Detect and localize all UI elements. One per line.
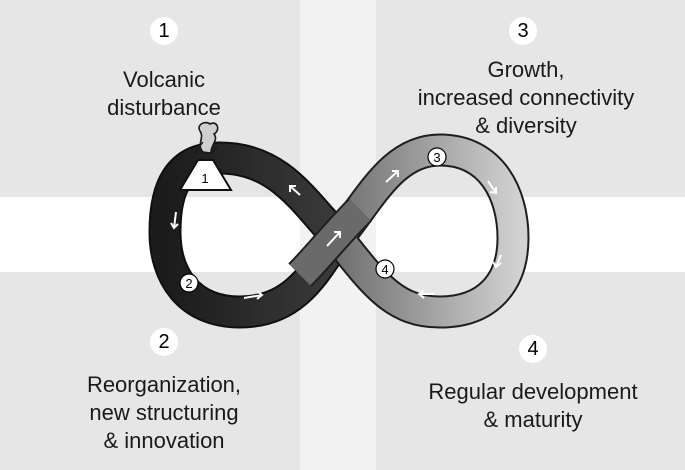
loop-marker-4: 4 [375, 259, 395, 279]
volcano-cone [178, 159, 233, 191]
phase-2-number: 2 [150, 328, 178, 356]
phase-1-label: Volcanic disturbance [84, 66, 244, 122]
phase-2-line-1: Reorganization, [86, 372, 242, 397]
phase-1-number: 1 [150, 17, 178, 45]
volcano-smoke [198, 121, 219, 154]
arrow-icon [385, 170, 399, 183]
loop-marker-2: 2 [179, 273, 199, 293]
phase-3-line-2: increased connectivity [417, 85, 635, 110]
arrow-icon [289, 185, 301, 196]
phase-2-line-2: new structuring [89, 400, 239, 425]
phase-3-number: 3 [509, 17, 537, 45]
arrow-icon [326, 231, 341, 247]
flow-arrows [170, 170, 502, 300]
arrow-icon [492, 254, 502, 269]
loop-marker-4-text: 4 [381, 262, 388, 277]
volcano-icon [178, 121, 233, 191]
arrow-icon [243, 290, 264, 300]
phase-1-line-1: Volcanic [123, 67, 205, 92]
arrow-icon [170, 211, 179, 230]
loop-marker-3: 3 [427, 147, 447, 167]
phase-4-number: 4 [519, 335, 547, 363]
arrow-icon [487, 180, 497, 195]
phase-1-line-2: disturbance [107, 95, 221, 120]
volcano-ash [193, 141, 219, 155]
phase-3-line-3: & diversity [475, 113, 577, 138]
phase-2-label: Reorganization, new structuring & innova… [52, 371, 276, 455]
phase-3-line-1: Growth, [487, 57, 565, 82]
loop-right-fill [323, 135, 528, 327]
loop-left-fill [150, 143, 353, 327]
phase-4-label: Regular development & maturity [396, 378, 670, 434]
phase-4-line-2: & maturity [483, 407, 583, 432]
loop-marker-1-text: 1 [201, 171, 208, 186]
loop-marker-2-circle [179, 273, 199, 293]
phase-4-line-1: Regular development [428, 379, 638, 404]
loop-marker-4-circle [375, 259, 395, 279]
loop-marker-3-circle [427, 147, 447, 167]
loop-ribbon [148, 133, 530, 329]
loop-marker-3-text: 3 [433, 150, 440, 165]
phase-2-line-3: & innovation [103, 428, 225, 453]
arrow-icon [417, 289, 434, 299]
loop-marker-2-text: 2 [185, 276, 192, 291]
loop-marker-1: 1 [201, 171, 208, 186]
phase-3-label: Growth, increased connectivity & diversi… [388, 56, 664, 140]
